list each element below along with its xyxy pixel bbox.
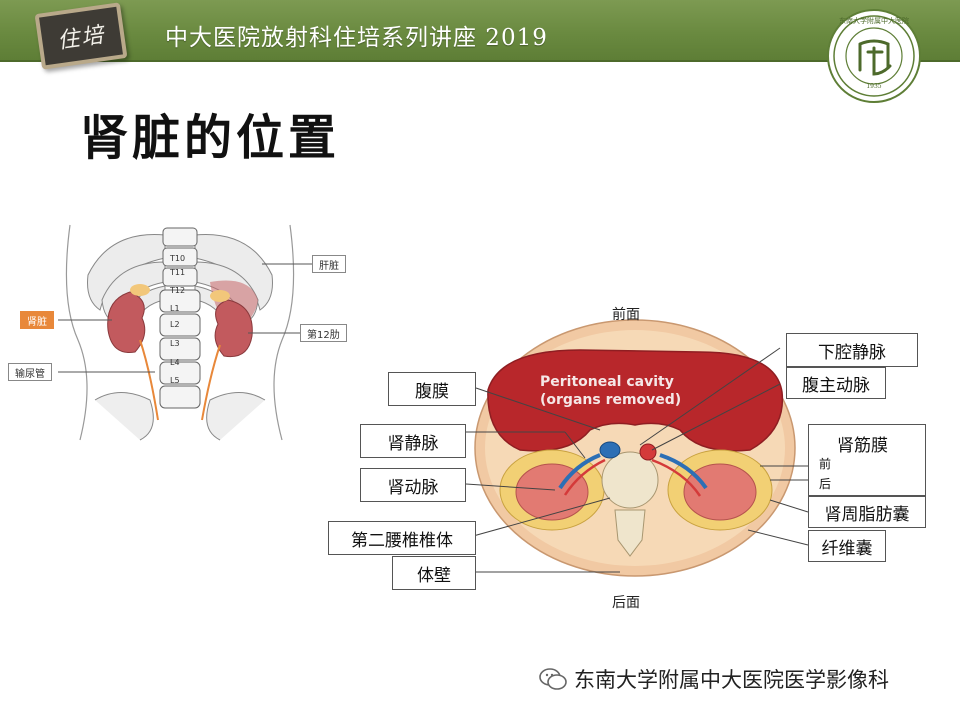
header-banner: 住培 中大医院放射科住培系列讲座 2019 [0,0,960,70]
label-peritoneum: 腹膜 [388,372,476,406]
label-ureter: 输尿管 [8,363,52,381]
label-renal-fascia-box: 肾筋膜 前 后 [808,424,926,496]
label-body-wall: 体壁 [392,556,476,590]
logo-text: 东南大学附属中大医院 [839,16,909,25]
label-ivc: 下腔静脉 [786,333,918,367]
cavity-text-line1: Peritoneal cavity [540,374,674,390]
vertebra-label: T10 [170,254,186,263]
slide-title: 肾脏的位置 [80,110,341,166]
label-vertebra: 第二腰椎椎体 [328,521,476,555]
footer-text: 东南大学附属中大医院医学影像科 [574,668,889,692]
vertebra-label: L3 [170,339,180,348]
orientation-front: 前面 [612,307,640,323]
banner-title: 中大医院放射科住培系列讲座 2019 [165,25,548,51]
cavity-text-line2: (organs removed) [540,392,681,408]
footer-watermark: 东南大学附属中大医院医学影像科 [538,664,889,694]
label-kidney: 肾脏 [20,311,54,329]
label-fascia-anterior: 前 [819,457,832,471]
vertebra-label: L5 [170,376,180,385]
cross-section-illustration: Peritoneal cavity (organs removed) [465,319,809,577]
label-renal-artery: 肾动脉 [360,468,466,502]
label-renal-fascia: 肾筋膜 [837,436,888,456]
wechat-icon [539,668,567,690]
vertebra-labels: T10 T11 T12 L1 L2 L3 L4 L5 [170,252,185,390]
logo-year: 1935 [866,83,881,90]
label-aorta: 腹主动脉 [786,367,886,399]
vertebra-label: L2 [170,320,180,329]
hospital-logo: 东南大学附属中大医院 1935 [827,9,921,103]
label-fibrous-capsule: 纤维囊 [808,530,886,562]
label-renal-vein: 肾静脉 [360,424,466,458]
label-liver: 肝脏 [312,255,346,273]
vertebra-label: T11 [170,268,186,277]
label-perirenal-fat: 肾周脂肪囊 [808,496,926,528]
label-fascia-posterior: 后 [819,477,832,491]
posterior-view-illustration [55,222,312,441]
vertebra-label: T12 [170,286,186,295]
label-rib12: 第12肋 [300,324,347,342]
vertebra-label: L1 [170,304,180,313]
orientation-back: 后面 [612,595,640,611]
vertebra-label: L4 [170,358,180,367]
